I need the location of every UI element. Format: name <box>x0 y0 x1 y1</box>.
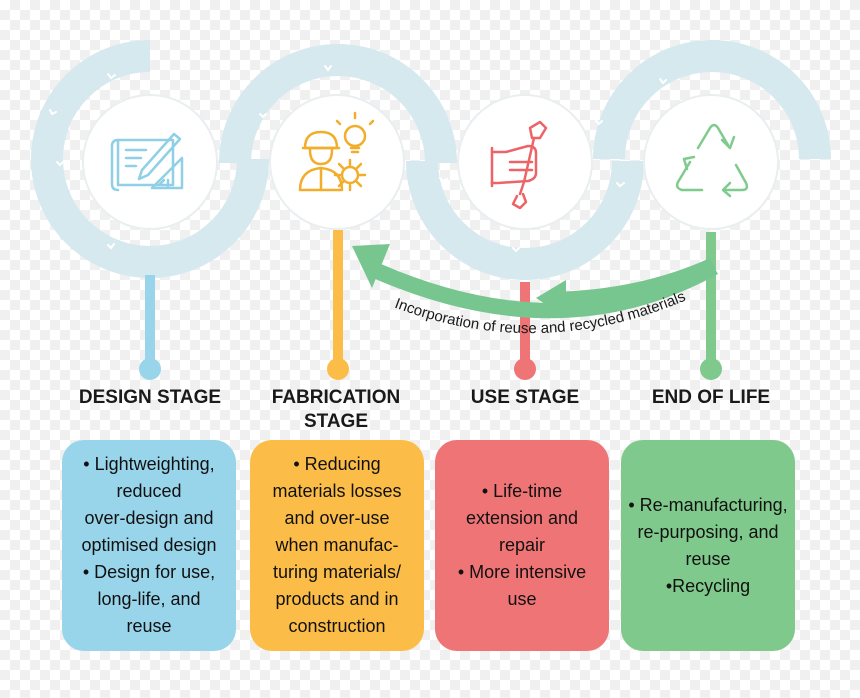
stem-dot-design <box>139 358 161 380</box>
card-line: optimised design <box>81 535 217 555</box>
stem-design <box>145 275 155 369</box>
stage-title-end-of-life: END OF LIFE <box>651 387 771 408</box>
stem-use <box>520 282 530 369</box>
card-line: • More intensive <box>457 562 587 582</box>
hand-wrench-icon <box>490 120 548 210</box>
recycle-arrows <box>352 244 718 319</box>
card-line: • Design for use, <box>82 562 216 582</box>
stem-fabrication <box>333 230 343 369</box>
circle-fabrication <box>269 94 405 230</box>
worker-gear-lightbulb-icon <box>298 111 375 192</box>
recycle-icon <box>675 123 749 198</box>
stage-title-fabrication: FABRICATION STAGE <box>271 387 401 432</box>
stem-dot-end <box>700 358 722 380</box>
stage-stems <box>139 230 722 380</box>
card-line: • Life-time <box>481 481 563 501</box>
blueprint-pencil-icon <box>110 132 184 192</box>
card-line: construction <box>288 616 386 636</box>
card-line: turing materials/ <box>272 562 402 582</box>
card-line: when manufac- <box>275 535 399 555</box>
stage-title-use: USE STAGE <box>470 387 580 408</box>
wave-band <box>31 40 831 280</box>
card-line: reuse <box>685 548 731 569</box>
card-line: materials losses <box>272 481 402 501</box>
stem-dot-use <box>514 358 536 380</box>
stage-title-design: DESIGN STAGE <box>78 387 222 408</box>
arrow-outer-head <box>352 244 390 288</box>
arrow-inner <box>552 258 716 306</box>
card-line: • Lightweighting, <box>83 454 215 474</box>
card-design: • Lightweighting, reduced over-design an… <box>62 440 236 651</box>
card-use: • Life-time extension and repair • More … <box>435 440 609 651</box>
card-line: repair <box>498 535 546 555</box>
arrow-inner-head <box>536 280 566 318</box>
card-line: and over-use <box>284 508 390 528</box>
card-line: reduced <box>116 481 182 501</box>
card-line: products and in <box>275 589 399 609</box>
card-line: •Recycling <box>665 575 751 596</box>
circle-end <box>643 94 779 230</box>
card-line: use <box>507 589 537 609</box>
card-line: extension and <box>465 508 579 528</box>
card-line: • Reducing <box>293 454 381 474</box>
card-line: re-purposing, and <box>637 521 779 542</box>
stem-end <box>706 232 716 369</box>
stem-dot-fabrication <box>327 358 349 380</box>
card-line: over-design and <box>84 508 214 528</box>
arrow-outer <box>366 260 718 319</box>
card-end-of-life: • Re-manufacturing, re-purposing, and re… <box>621 440 795 651</box>
card-line: • Re-manufacturing, <box>628 494 788 515</box>
card-line: reuse <box>126 616 172 636</box>
card-line: long-life, and <box>97 589 201 609</box>
card-fabrication: • Reducing materials losses and over-use… <box>250 440 424 651</box>
